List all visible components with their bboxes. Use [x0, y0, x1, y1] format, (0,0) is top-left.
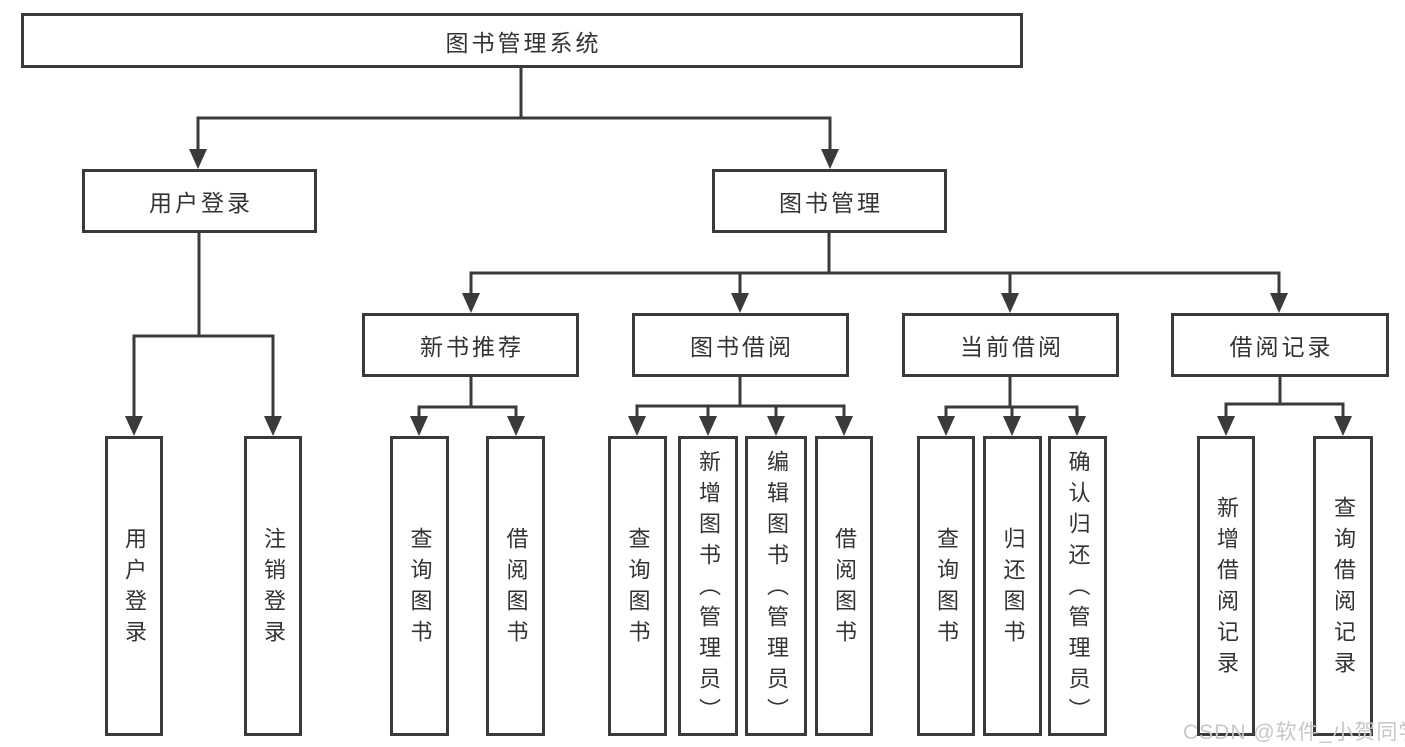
leaf-add-book-admin: 新增图书（管理员） [678, 436, 738, 736]
node-current-borrow: 当前借阅 [902, 313, 1119, 377]
csdn-watermark: CSDN @软件_小贺同学 [1183, 721, 1405, 744]
node-book-management: 图书管理 [712, 169, 947, 233]
node-user-login: 用户登录 [82, 169, 317, 233]
leaf-confirm-return-admin: 确认归还（管理员） [1048, 436, 1107, 736]
node-book-borrow: 图书借阅 [632, 313, 849, 377]
node-new-book-recommend: 新书推荐 [362, 313, 579, 377]
leaf-query-book-borrow: 查询图书 [608, 436, 667, 736]
leaf-query-borrow-record: 查询借阅记录 [1313, 436, 1373, 736]
leaf-borrow-book-recommend: 借阅图书 [486, 436, 545, 736]
node-root-system: 图书管理系统 [21, 13, 1023, 68]
leaf-edit-book-admin: 编辑图书（管理员） [745, 436, 807, 736]
leaf-user-login: 用户登录 [105, 436, 163, 736]
leaf-query-book-recommend: 查询图书 [390, 436, 449, 736]
leaf-query-book-current: 查询图书 [917, 436, 975, 736]
leaf-return-book: 归还图书 [983, 436, 1042, 736]
leaf-logout: 注销登录 [244, 436, 302, 736]
node-borrow-records: 借阅记录 [1171, 313, 1389, 377]
leaf-add-borrow-record: 新增借阅记录 [1197, 436, 1255, 736]
leaf-borrow-book: 借阅图书 [815, 436, 873, 736]
